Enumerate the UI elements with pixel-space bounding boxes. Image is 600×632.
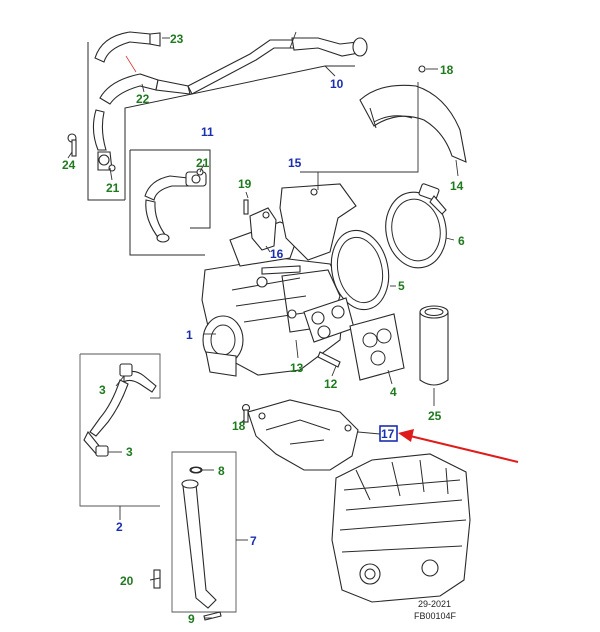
filter-element-25[interactable] — [419, 305, 449, 386]
callout-20: 20 — [120, 574, 134, 588]
heat-shield-14[interactable] — [318, 82, 467, 173]
callout-9: 9 — [188, 612, 195, 626]
callout-21-right: 21 — [196, 156, 210, 170]
stud-12[interactable] — [317, 351, 341, 368]
gasket-4[interactable] — [349, 313, 405, 381]
callout-11: 11 — [201, 125, 214, 139]
footer-code: FB00104F — [414, 611, 457, 621]
callout-3-bottom: 3 — [126, 445, 133, 459]
callout-13: 13 — [290, 361, 304, 375]
gasket-ring-5[interactable] — [324, 225, 395, 315]
heat-shield-17[interactable] — [247, 399, 359, 471]
callout-24: 24 — [62, 158, 76, 172]
v-band-clamp-6[interactable] — [380, 183, 452, 272]
bracket-16[interactable] — [249, 207, 277, 251]
callout-17: 17 — [381, 427, 395, 441]
callout-12: 12 — [324, 377, 338, 391]
callout-21-left: 21 — [106, 181, 120, 195]
callout-16: 16 — [270, 247, 284, 261]
tube-7[interactable] — [171, 451, 237, 613]
footer-date: 29-2021 — [418, 599, 451, 609]
callout-5: 5 — [398, 279, 405, 293]
callout-18-top: 18 — [440, 63, 454, 77]
callout-1: 1 — [186, 328, 193, 342]
highlight-callout-17 — [379, 425, 398, 442]
callout-8: 8 — [218, 464, 225, 478]
callout-6: 6 — [458, 234, 465, 248]
callout-14: 14 — [450, 179, 464, 193]
callout-2: 2 — [116, 520, 123, 534]
hose-assembly-10[interactable] — [87, 31, 368, 201]
flange-13[interactable] — [303, 297, 355, 343]
callout-18-bottom: 18 — [232, 419, 246, 433]
callout-22: 22 — [136, 92, 150, 106]
engine-context — [331, 453, 471, 603]
leader-lines — [67, 37, 459, 619]
pipe-assembly-2[interactable] — [79, 353, 161, 507]
callout-23: 23 — [170, 32, 184, 46]
callout-7: 7 — [250, 534, 257, 548]
callout-15: 15 — [288, 156, 302, 170]
heat-shield-15[interactable] — [279, 171, 357, 261]
callout-19: 19 — [238, 177, 252, 191]
red-pointer-arrow — [398, 429, 519, 463]
callout-10: 10 — [330, 77, 344, 91]
callout-3-top: 3 — [99, 383, 106, 397]
callout-25: 25 — [428, 409, 442, 423]
hose-11[interactable] — [129, 149, 211, 256]
callout-4: 4 — [390, 385, 397, 399]
